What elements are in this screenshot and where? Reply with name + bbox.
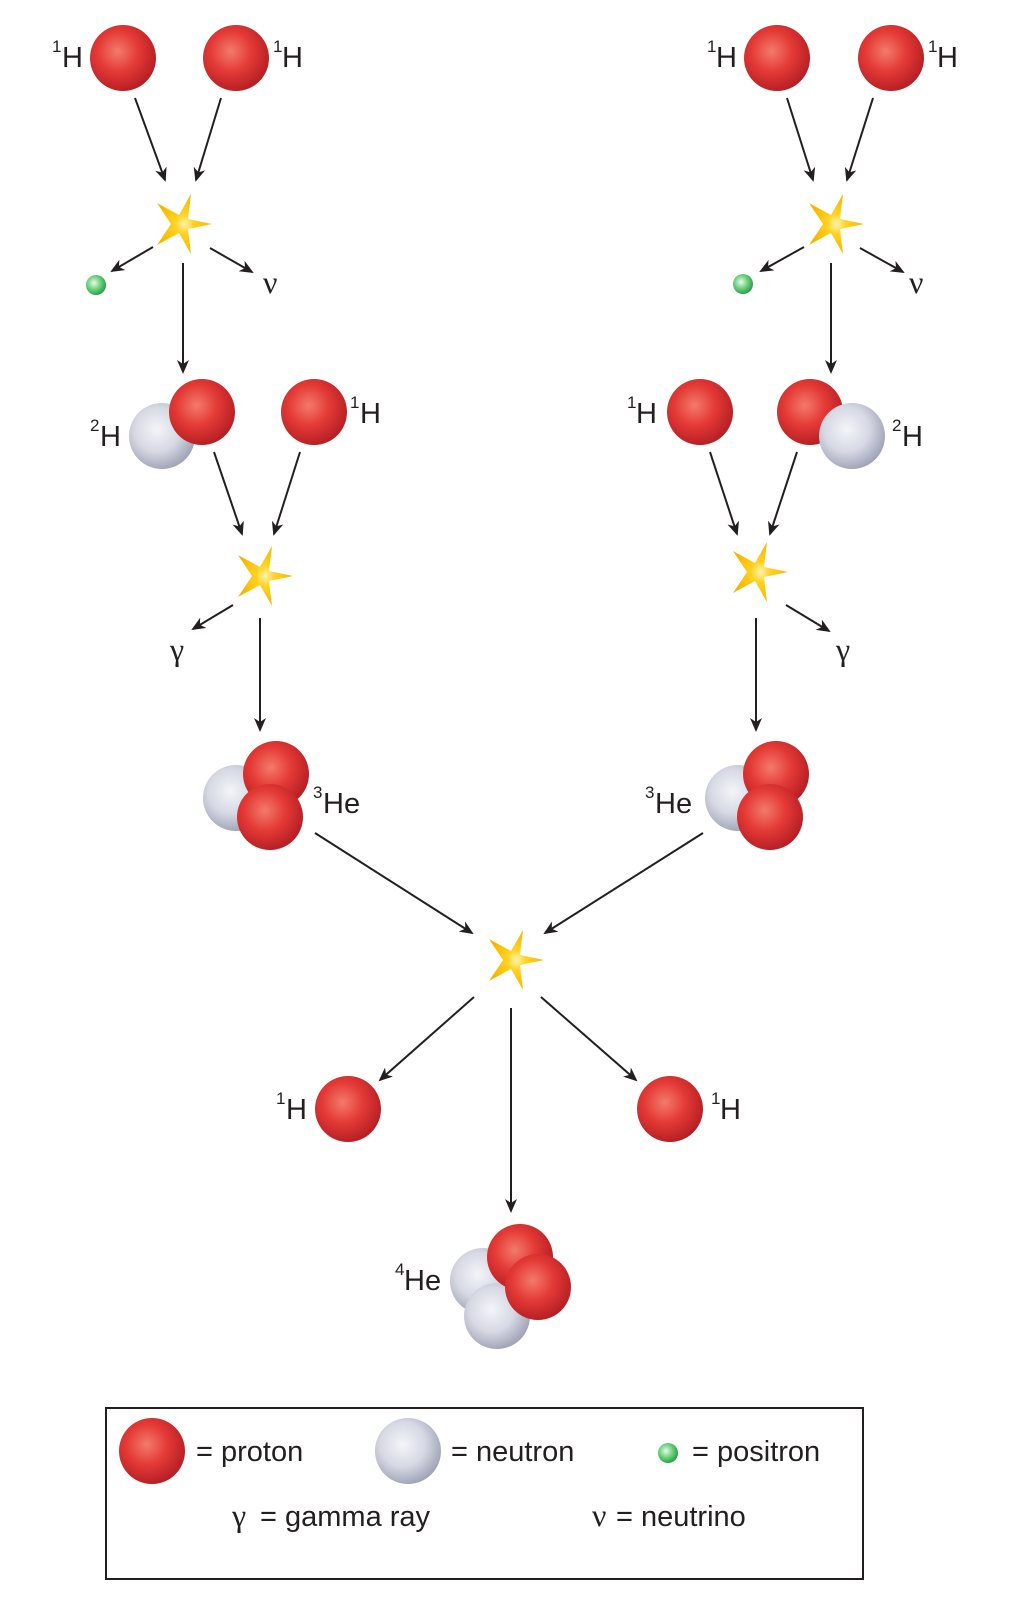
isotope-mass-label: 2 <box>892 416 901 435</box>
fusion-flash-icon <box>238 546 293 606</box>
reaction-arrow <box>844 97 874 182</box>
isotope-mass-label: 1 <box>276 1089 285 1108</box>
positron <box>86 275 106 295</box>
left-proton: 1 H <box>281 379 381 445</box>
isotope-symbol-label: He <box>404 1265 441 1297</box>
reaction-arrow <box>271 451 301 536</box>
released-proton: 1 H <box>276 1076 381 1142</box>
legend-border <box>105 1407 864 1580</box>
legend-box: = proton = neutron = positron γ = gamma … <box>105 1407 864 1580</box>
reaction-arrow <box>378 996 475 1082</box>
proton <box>858 25 924 91</box>
reaction-arrow <box>191 604 234 631</box>
reaction-arrow <box>110 246 154 273</box>
reaction-arrow <box>540 996 638 1082</box>
isotope-symbol-label: H <box>62 42 83 74</box>
isotope-mass-label: 4 <box>395 1260 404 1279</box>
legend-positron-swatch <box>658 1443 678 1463</box>
legend-neutrino-label: = neutrino <box>616 1501 746 1533</box>
fusion-flash-icon <box>733 542 788 602</box>
isotope-mass-label: 2 <box>90 416 99 435</box>
isotope-symbol-label: H <box>360 398 381 430</box>
left-helium-3: 3 He <box>203 741 360 850</box>
proton <box>281 379 347 445</box>
proton <box>90 25 156 91</box>
isotope-mass-label: 1 <box>711 1089 720 1108</box>
isotope-symbol-label: H <box>937 42 958 74</box>
reaction-arrow <box>785 604 831 633</box>
isotope-symbol-label: He <box>655 788 692 820</box>
legend-proton-swatch <box>119 1418 185 1484</box>
isotope-symbol-label: H <box>286 1094 307 1126</box>
reaction-arrow <box>314 832 474 935</box>
neutron <box>819 403 885 469</box>
proton <box>637 1076 703 1142</box>
legend-gamma-label: = gamma ray <box>260 1501 431 1533</box>
isotope-symbol-label: H <box>720 1094 741 1126</box>
isotope-symbol-label: H <box>282 42 303 74</box>
proton <box>505 1254 571 1320</box>
isotope-mass-label: 1 <box>627 393 636 412</box>
isotope-symbol-label: H <box>902 421 923 453</box>
neutrino-label: ν <box>909 264 923 300</box>
right-proton: 1 H <box>627 379 733 445</box>
isotope-symbol-label: H <box>716 42 737 74</box>
fusion-flash-icon <box>157 194 212 254</box>
legend-proton-label: = proton <box>196 1436 303 1468</box>
released-proton: 1 H <box>637 1076 741 1142</box>
proton <box>737 784 803 850</box>
right-deuterium: 2 H <box>777 379 923 469</box>
reaction-arrow <box>768 451 798 536</box>
proton <box>203 25 269 91</box>
neutrino-label: ν <box>263 264 277 300</box>
reaction-arrow <box>786 97 816 182</box>
isotope-mass-label: 1 <box>928 37 937 56</box>
proton <box>744 25 810 91</box>
isotope-mass-label: 1 <box>707 37 716 56</box>
reaction-arrow <box>134 97 167 182</box>
right-helium-3: 3 He <box>645 741 809 850</box>
left-proton-pair: 1 H 1 H <box>52 25 303 91</box>
isotope-mass-label: 3 <box>645 783 654 802</box>
helium-4: 4 He <box>395 1224 571 1349</box>
proton <box>237 784 303 850</box>
right-proton-pair: 1 H 1 H <box>707 25 958 91</box>
reaction-arrow <box>543 832 704 935</box>
reaction-arrow <box>859 247 905 273</box>
isotope-symbol-label: H <box>636 398 657 430</box>
isotope-symbol-label: H <box>100 421 121 453</box>
reaction-arrow <box>213 451 244 536</box>
left-deuterium: 2 H <box>90 379 235 469</box>
proton <box>315 1076 381 1142</box>
reaction-arrow <box>759 246 805 272</box>
fusion-flash-icon <box>489 930 544 990</box>
proton <box>169 379 235 445</box>
reaction-arrow <box>193 97 222 182</box>
isotope-symbol-label: He <box>323 788 360 820</box>
isotope-mass-label: 3 <box>313 783 322 802</box>
fusion-flash-icon <box>809 194 864 254</box>
legend-neutron-label: = neutron <box>451 1436 574 1468</box>
legend-neutron-swatch <box>375 1418 441 1484</box>
proton <box>667 379 733 445</box>
gamma-label: γ <box>169 631 184 667</box>
isotope-mass-label: 1 <box>273 37 282 56</box>
isotope-mass-label: 1 <box>52 37 61 56</box>
positron <box>733 274 753 294</box>
legend-gamma-symbol: γ <box>231 1497 246 1533</box>
legend-nu-symbol: ν <box>592 1497 606 1533</box>
isotope-mass-label: 1 <box>350 393 359 412</box>
legend-positron-label: = positron <box>692 1436 820 1468</box>
reaction-arrow <box>209 247 254 273</box>
gamma-label: γ <box>835 631 850 667</box>
reaction-arrow <box>709 451 739 536</box>
